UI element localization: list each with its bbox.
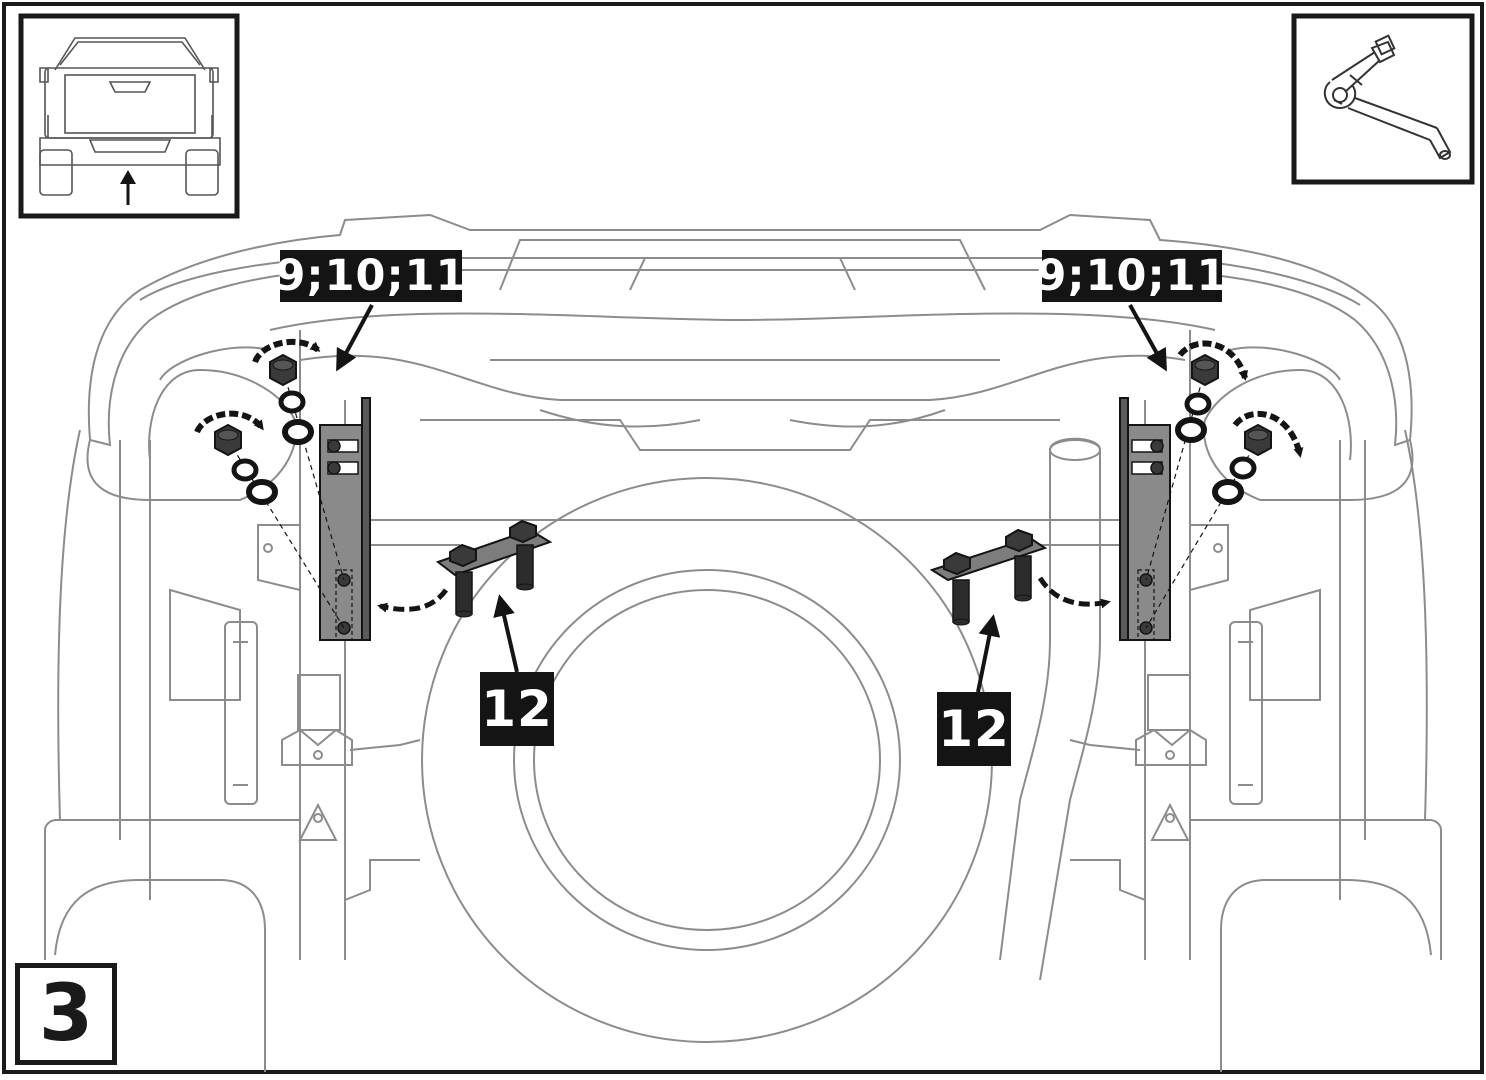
left-fastener-set bbox=[194, 338, 345, 629]
nut-icon bbox=[1191, 353, 1219, 387]
insert-direction-arrow-icon bbox=[377, 588, 449, 613]
washer-icon bbox=[246, 479, 278, 505]
insert-direction-arrow-icon bbox=[1037, 576, 1111, 609]
bolt-head-icon bbox=[509, 519, 537, 544]
vehicle-rear-underside bbox=[44, 213, 1442, 1072]
washer-icon bbox=[278, 390, 306, 414]
step-number: 3 bbox=[15, 963, 117, 1065]
bolt-plate-callout-left: 12 bbox=[480, 672, 554, 746]
washer-icon bbox=[282, 419, 314, 445]
right-fastener-set bbox=[1145, 340, 1304, 629]
washer-icon bbox=[231, 458, 259, 482]
tighten-rotation-arrow-icon bbox=[252, 338, 321, 364]
bolt-head-icon bbox=[449, 543, 477, 568]
parts-callout-left: 9;10;11 bbox=[275, 250, 467, 302]
leader-arrow-icon bbox=[1128, 304, 1167, 372]
leader-arrow-icon bbox=[976, 614, 1001, 693]
bolt-head-icon bbox=[1005, 528, 1033, 553]
ratchet-wrench-icon bbox=[1291, 13, 1475, 185]
right-mounting-bracket bbox=[1119, 397, 1171, 641]
left-mounting-bracket bbox=[319, 397, 371, 641]
pickup-rear-view-icon bbox=[18, 13, 240, 219]
leader-arrow-icon bbox=[493, 594, 519, 673]
washer-icon bbox=[1212, 479, 1244, 505]
nut-icon bbox=[214, 423, 242, 457]
tighten-rotation-arrow-icon bbox=[1177, 340, 1249, 381]
leader-arrow-icon bbox=[336, 304, 374, 372]
nut-icon bbox=[269, 353, 297, 387]
nut-icon bbox=[1244, 423, 1272, 457]
parts-callout-right: 9;10;11 bbox=[1036, 250, 1228, 302]
tighten-rotation-arrow-icon bbox=[1232, 410, 1304, 458]
bolt-head-icon bbox=[943, 551, 971, 576]
tighten-rotation-arrow-icon bbox=[194, 410, 265, 434]
left-bolt-plate bbox=[377, 519, 553, 618]
bolt-plate-callout-right: 12 bbox=[937, 692, 1011, 766]
washer-icon bbox=[1184, 392, 1212, 416]
arrow-up-icon bbox=[120, 170, 136, 205]
right-bolt-plate bbox=[929, 528, 1111, 626]
washer-icon bbox=[1175, 417, 1207, 443]
washer-icon bbox=[1229, 456, 1257, 480]
